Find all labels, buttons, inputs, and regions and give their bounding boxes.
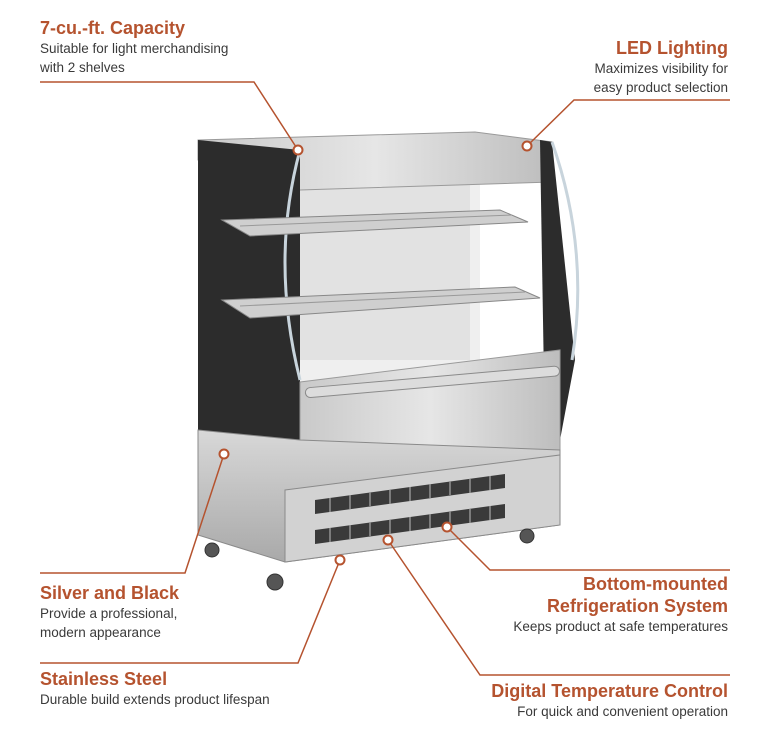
callout-title: 7-cu.-ft. Capacity (40, 18, 186, 38)
callout-desc-line: Provide a professional, (40, 606, 178, 621)
refrigeration-leader (446, 526, 730, 571)
callout-title: LED Lighting (616, 38, 728, 58)
callout-title: Silver and Black (40, 583, 180, 603)
temperature-dot (382, 534, 394, 546)
temperature-leader (387, 539, 730, 676)
callout-title: Refrigeration System (546, 596, 728, 616)
capacity-dot (292, 144, 304, 156)
callout-desc-line: For quick and convenient operation (517, 704, 728, 719)
callout-desc-line: with 2 shelves (40, 60, 125, 75)
callout-title: Stainless Steel (40, 669, 168, 689)
capacity-leader (40, 81, 299, 151)
refrigeration-dot (441, 521, 453, 533)
callout-desc-line: modern appearance (40, 625, 161, 640)
callout-desc-line: Durable build extends product lifespan (40, 692, 270, 707)
led-leader (526, 99, 730, 147)
callout-title: Bottom-mounted (583, 574, 728, 594)
callout-led-lighting: LED Lighting Maximizes visibility for ea… (594, 37, 728, 97)
silver-black-dot (218, 448, 230, 460)
callout-desc-line: easy product selection (593, 80, 728, 95)
stainless-leader (40, 559, 341, 664)
callout-silver-black: Silver and Black Provide a professional,… (40, 582, 179, 642)
callout-refrigeration: Bottom-mounted Refrigeration System Keep… (513, 573, 728, 636)
stainless-dot (334, 554, 346, 566)
silver-black-leader (40, 453, 225, 574)
callout-stainless-steel: Stainless Steel Durable build extends pr… (40, 668, 270, 709)
callout-capacity: 7-cu.-ft. Capacity Suitable for light me… (40, 17, 228, 77)
callout-desc-line: Maximizes visibility for (594, 61, 728, 76)
callout-desc-line: Keeps product at safe temperatures (513, 619, 728, 634)
callout-desc-line: Suitable for light merchandising (40, 41, 229, 56)
led-dot (521, 140, 533, 152)
callout-title: Digital Temperature Control (491, 681, 728, 701)
callout-temperature-control: Digital Temperature Control For quick an… (491, 680, 728, 721)
